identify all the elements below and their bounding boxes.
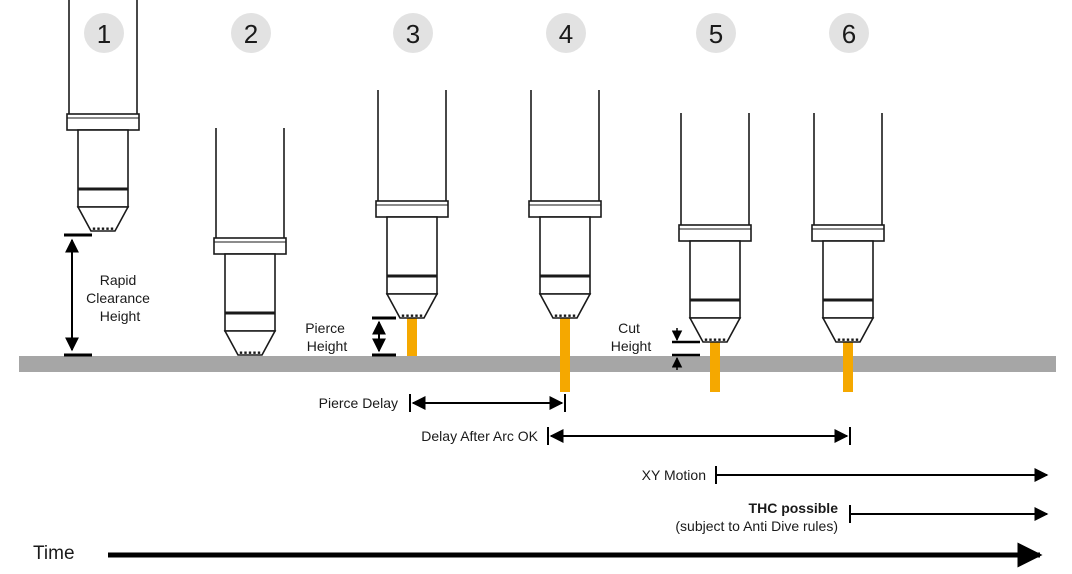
torch-5 [678, 113, 752, 392]
torch-collar-2 [213, 237, 287, 255]
nozzle-hole [101, 227, 105, 230]
rapid-clearance-dimension [64, 233, 92, 357]
torch-2 [213, 128, 287, 356]
nozzle-hole [855, 338, 859, 341]
step-badge-1: 1 [84, 13, 124, 53]
nozzle-hole [722, 338, 726, 341]
cut-height-label: Cut Height [611, 320, 652, 354]
step-badges-group: 1 2 3 4 5 6 [84, 13, 869, 53]
torches-group [66, 0, 885, 392]
nozzle-hole [406, 314, 409, 317]
nozzle-hole [572, 314, 576, 317]
torch-4 [528, 90, 602, 392]
step-badge-6: 6 [829, 13, 869, 53]
torch-nozzle-5 [688, 317, 742, 343]
step-number: 2 [244, 19, 258, 49]
nozzle-hole [401, 314, 405, 317]
step-badge-4: 4 [546, 13, 586, 53]
thc-anti-dive-note: (subject to Anti Dive rules) [675, 518, 838, 534]
xy-motion-label: XY Motion [642, 467, 706, 483]
torch-collar-1 [66, 113, 140, 131]
torch-6 [811, 113, 885, 392]
rapid-clearance-label: Rapid Clearance Height [86, 272, 154, 324]
nozzle-hole [709, 338, 712, 341]
nozzle-hole [253, 351, 256, 354]
nozzle-hole [851, 338, 854, 341]
nozzle-hole [559, 314, 562, 317]
step-badge-3: 3 [393, 13, 433, 53]
thc-possible-arrow [849, 505, 1049, 523]
torch-nozzle-4 [538, 293, 592, 319]
step-number: 1 [97, 19, 111, 49]
plasma-arc-5 [710, 340, 720, 392]
nozzle-hole [410, 314, 414, 317]
nozzle-hole [97, 227, 100, 230]
torch-cup-5 [689, 240, 741, 319]
nozzle-hole [106, 227, 109, 230]
torch-cup-2 [224, 253, 276, 332]
time-axis-label: Time [33, 543, 75, 564]
nozzle-hole [92, 227, 96, 230]
torch-nozzle-2 [223, 330, 277, 356]
nozzle-hole [415, 314, 418, 317]
xy-motion-arrow [715, 466, 1049, 484]
pierce-delay-label: Pierce Delay [319, 395, 398, 411]
nozzle-hole [419, 314, 423, 317]
step-number: 6 [842, 19, 856, 49]
plasma-arc-4 [560, 316, 570, 392]
step-badge-5: 5 [696, 13, 736, 53]
nozzle-hole [713, 338, 717, 341]
torch-nozzle-1 [76, 206, 130, 232]
pierce-height-label: Pierce Height [305, 320, 349, 354]
workpiece-plate [19, 356, 1056, 372]
torch-collar-4 [528, 200, 602, 218]
pierce-height-dimension [372, 316, 396, 357]
step-badge-2: 2 [231, 13, 271, 53]
torch-collar-3 [375, 200, 449, 218]
step-badge-circle [696, 13, 736, 53]
pierce-delay-arrow [409, 394, 566, 412]
torch-nozzle-3 [385, 293, 439, 319]
nozzle-hole [568, 314, 571, 317]
nozzle-hole [718, 338, 721, 341]
torch-1 [66, 0, 140, 232]
nozzle-hole [257, 351, 261, 354]
thc-possible-label: THC possible [749, 500, 839, 516]
nozzle-hole [846, 338, 850, 341]
torch-cup-1 [77, 129, 129, 208]
nozzle-hole [563, 314, 567, 317]
torch-collar-6 [811, 224, 885, 242]
step-number: 3 [406, 19, 420, 49]
nozzle-hole [842, 338, 845, 341]
delay-after-arc-ok-arrow [547, 427, 851, 445]
nozzle-hole [110, 227, 114, 230]
step-badge-circle [84, 13, 124, 53]
step-badge-circle [829, 13, 869, 53]
plasma-arc-3 [407, 316, 417, 356]
torch-3 [375, 90, 449, 356]
nozzle-hole [837, 338, 841, 341]
step-badge-circle [231, 13, 271, 53]
torch-cup-4 [539, 216, 591, 295]
nozzle-hole [248, 351, 252, 354]
torch-nozzle-6 [821, 317, 875, 343]
plasma-arc-6 [843, 340, 853, 392]
nozzle-hole [554, 314, 558, 317]
torch-cup-3 [386, 216, 438, 295]
torch-cup-6 [822, 240, 874, 319]
step-number: 5 [709, 19, 723, 49]
torch-collar-5 [678, 224, 752, 242]
step-badge-circle [393, 13, 433, 53]
step-number: 4 [559, 19, 573, 49]
step-badge-circle [546, 13, 586, 53]
delay-after-arc-ok-label: Delay After Arc OK [421, 428, 538, 444]
cut-height-dimension [671, 328, 700, 370]
nozzle-hole [239, 351, 243, 354]
nozzle-hole [244, 351, 247, 354]
nozzle-hole [704, 338, 708, 341]
